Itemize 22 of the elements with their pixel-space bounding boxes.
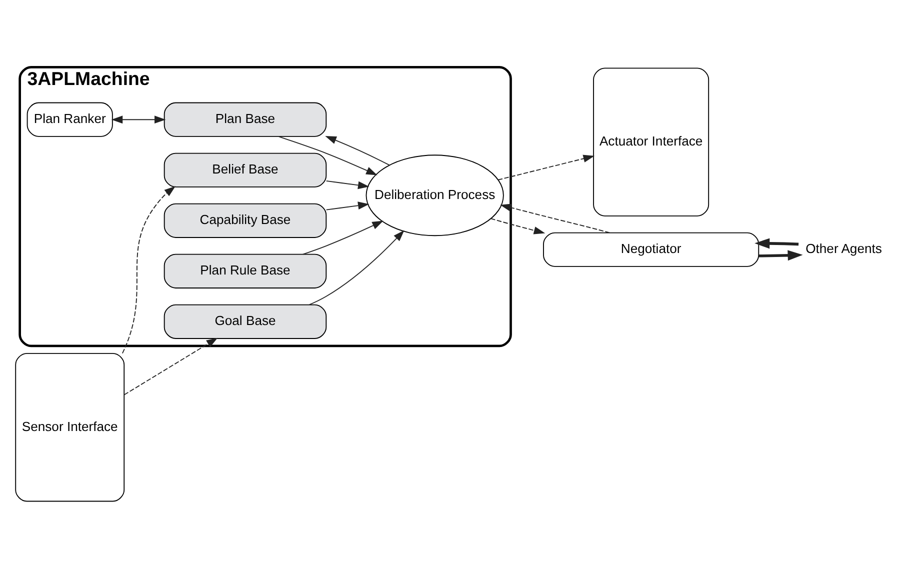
arrow <box>122 186 176 354</box>
node-box: Plan Base <box>164 102 327 137</box>
arrow <box>758 250 803 261</box>
node-box: Belief Base <box>164 152 327 188</box>
node-text: Other Agents <box>806 241 882 256</box>
arrow <box>326 180 370 190</box>
node-box: Goal Base <box>164 304 327 339</box>
arrow <box>308 230 404 306</box>
arrow <box>490 218 546 234</box>
arrow <box>325 136 390 166</box>
node-box: Negotiator <box>543 232 760 267</box>
node-box: Plan Rule Base <box>164 254 327 288</box>
arrow <box>500 204 610 234</box>
arrow <box>754 238 799 249</box>
arrow <box>111 116 166 124</box>
arrow <box>124 338 218 396</box>
arrow <box>498 154 595 180</box>
arrow <box>326 202 370 210</box>
node-box: Actuator Interface <box>593 68 710 216</box>
node-box: Plan Ranker <box>26 102 113 137</box>
node-box: Capability Base <box>164 203 327 238</box>
node-box: Sensor Interface <box>15 353 125 502</box>
